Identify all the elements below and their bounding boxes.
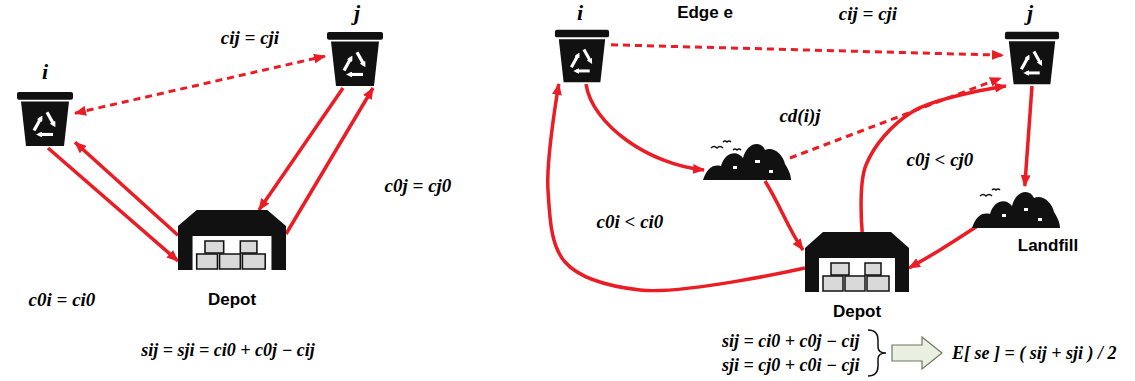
bin-symbol bbox=[325, 30, 385, 88]
landfill-mound bbox=[703, 144, 791, 180]
depot-box bbox=[242, 254, 265, 269]
cost-label: cij = cji bbox=[219, 27, 281, 49]
route-arrow bbox=[259, 88, 343, 210]
recycle-arrow bbox=[34, 118, 41, 131]
route-arrow bbox=[1025, 86, 1032, 186]
waste-dot bbox=[769, 170, 773, 173]
landfill-mound bbox=[972, 192, 1060, 228]
recycle-arrow bbox=[39, 133, 53, 136]
recycle-arrow bbox=[344, 58, 351, 71]
cost-label: cij = cji bbox=[837, 3, 899, 25]
bin-symbol bbox=[553, 28, 611, 84]
cost-label: c0j = cj0 bbox=[383, 175, 454, 197]
bird-symbol bbox=[711, 141, 741, 150]
recycle-arrow bbox=[571, 55, 578, 67]
route-arrow bbox=[48, 148, 178, 261]
bin-label: i bbox=[42, 59, 48, 84]
formula-label: sij = ci0 + c0j − cij bbox=[720, 331, 861, 352]
depot-building bbox=[805, 232, 909, 292]
depot-box bbox=[197, 254, 218, 269]
waste-dot bbox=[755, 160, 760, 163]
formula-label: cd(i)j bbox=[777, 105, 822, 127]
route-arrow bbox=[548, 84, 805, 291]
dashed-arrow bbox=[75, 56, 325, 113]
cost-label: c0i < ci0 bbox=[595, 211, 666, 233]
formula-label: sij = sji = ci0 + c0j − cij bbox=[139, 340, 317, 361]
recycle-arrow bbox=[576, 69, 590, 72]
recycle-arrow bbox=[1021, 57, 1028, 69]
bin-body bbox=[559, 39, 605, 82]
depot-node: Depot bbox=[178, 210, 286, 270]
bin-rim bbox=[327, 32, 383, 40]
bin-node: i bbox=[553, 28, 611, 84]
depot-symbol bbox=[805, 232, 909, 292]
depot-box bbox=[205, 241, 224, 253]
bin-symbol bbox=[15, 90, 75, 148]
bin-body bbox=[21, 102, 69, 146]
brace bbox=[868, 330, 886, 376]
edge-name: Edge e bbox=[675, 3, 735, 23]
depot-box bbox=[831, 263, 849, 275]
cost-label: c0j < cj0 bbox=[905, 149, 976, 171]
route-arrow bbox=[75, 142, 178, 235]
bin-body bbox=[331, 42, 379, 86]
recycle-arrow bbox=[47, 112, 54, 125]
bin-rim bbox=[17, 92, 73, 100]
place-label: Landfill bbox=[1018, 236, 1078, 256]
recycle-arrow bbox=[349, 73, 363, 76]
bin-label: j bbox=[354, 0, 360, 25]
recycle-arrow bbox=[584, 49, 591, 61]
bin-body bbox=[1009, 41, 1055, 84]
recycle-arrow bbox=[357, 52, 364, 65]
cost-label: c0i = ci0 bbox=[27, 289, 98, 311]
bin-rim bbox=[555, 30, 609, 37]
landfill-symbol bbox=[972, 186, 1060, 228]
depot-box bbox=[867, 276, 889, 291]
dashed-arrow bbox=[611, 45, 1003, 55]
formula-label: E[ se ] = ( sij + sji ) / 2 bbox=[950, 343, 1119, 364]
depot-box bbox=[823, 276, 843, 291]
waste-dot bbox=[1024, 208, 1028, 211]
depot-box bbox=[845, 276, 865, 291]
route-arrow bbox=[909, 224, 981, 268]
bin-node: i bbox=[15, 90, 75, 148]
waste-dot bbox=[733, 166, 737, 169]
route-arrow bbox=[765, 181, 803, 250]
bin-label: i bbox=[577, 0, 583, 25]
formula-label: sji = cj0 + c0i − cji bbox=[720, 355, 861, 376]
waste-dot bbox=[1002, 214, 1006, 217]
depot-box bbox=[240, 241, 257, 253]
place-label: Depot bbox=[833, 302, 881, 322]
bird-symbol bbox=[980, 189, 1000, 196]
depot-box bbox=[865, 263, 881, 275]
block-arrow bbox=[892, 337, 942, 369]
place-label: Depot bbox=[208, 290, 256, 310]
route-arrow bbox=[586, 84, 704, 170]
landfill-symbol bbox=[703, 141, 791, 180]
bin-node: j bbox=[325, 30, 385, 88]
depot-box bbox=[220, 254, 241, 269]
depot-building bbox=[178, 210, 286, 270]
landfill-node: Landfill bbox=[972, 186, 1060, 228]
recycle-arrow bbox=[1026, 71, 1040, 74]
bin-symbol bbox=[1003, 30, 1061, 86]
depot-symbol bbox=[178, 210, 286, 270]
waste-dot bbox=[1038, 218, 1042, 221]
bin-node: j bbox=[1003, 30, 1061, 86]
bin-rim bbox=[1005, 32, 1059, 39]
depot-node: Depot bbox=[805, 232, 909, 292]
route-arrow bbox=[861, 86, 1006, 232]
bin-label: j bbox=[1027, 0, 1033, 25]
recycle-arrow bbox=[1034, 51, 1041, 63]
